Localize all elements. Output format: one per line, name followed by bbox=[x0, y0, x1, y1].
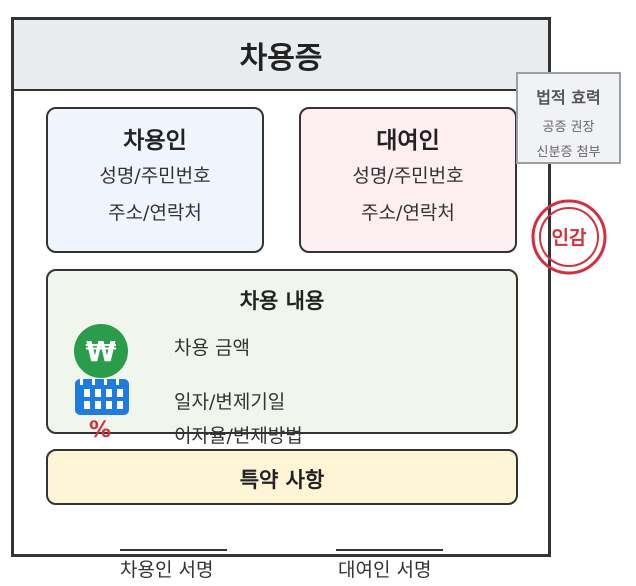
borrower-contact-line: 주소/연락처 bbox=[108, 202, 202, 224]
document-header: 차용증 bbox=[14, 20, 548, 91]
borrower-id-line: 성명/주민번호 bbox=[99, 165, 211, 187]
won-glyph: ₩ bbox=[85, 334, 117, 368]
lender-title: 대여인 bbox=[376, 128, 440, 154]
seal-label: 인감 bbox=[552, 227, 587, 249]
special-terms-title: 특약 사항 bbox=[239, 468, 325, 492]
loan-date-item: 일자/변제기일 bbox=[174, 391, 286, 413]
borrower-box: 차용인 성명/주민번호 주소/연락처 bbox=[46, 107, 264, 253]
lender-box: 대여인 성명/주민번호 주소/연락처 bbox=[299, 107, 517, 253]
percent-icon: % bbox=[89, 418, 112, 443]
loan-amount-item: 차용 금액 bbox=[174, 337, 250, 359]
calendar-icon bbox=[75, 379, 129, 415]
legal-effect-note: 법적 효력 공증 권장 신분증 첨부 bbox=[516, 72, 621, 164]
borrower-signature-line bbox=[120, 549, 227, 551]
won-coin-icon: ₩ bbox=[74, 324, 128, 378]
id-attach-line: 신분증 첨부 bbox=[536, 145, 601, 160]
lender-signature-line bbox=[336, 549, 443, 551]
seal-stamp-icon: 인감 bbox=[531, 199, 607, 275]
lender-signature-label: 대여인 서명 bbox=[338, 559, 432, 581]
document-title: 차용증 bbox=[239, 40, 323, 76]
lender-id-line: 성명/주민번호 bbox=[352, 165, 464, 187]
borrower-title: 차용인 bbox=[123, 128, 187, 154]
legal-effect-title: 법적 효력 bbox=[536, 88, 601, 107]
loan-content-title: 차용 내용 bbox=[239, 289, 325, 313]
borrower-signature-label: 차용인 서명 bbox=[120, 559, 214, 581]
notary-recommend-line: 공증 권장 bbox=[542, 120, 595, 135]
special-terms-box: 특약 사항 bbox=[46, 449, 518, 505]
loan-interest-item: 이자율/변제방법 bbox=[174, 425, 303, 447]
lender-contact-line: 주소/연락처 bbox=[361, 202, 455, 224]
